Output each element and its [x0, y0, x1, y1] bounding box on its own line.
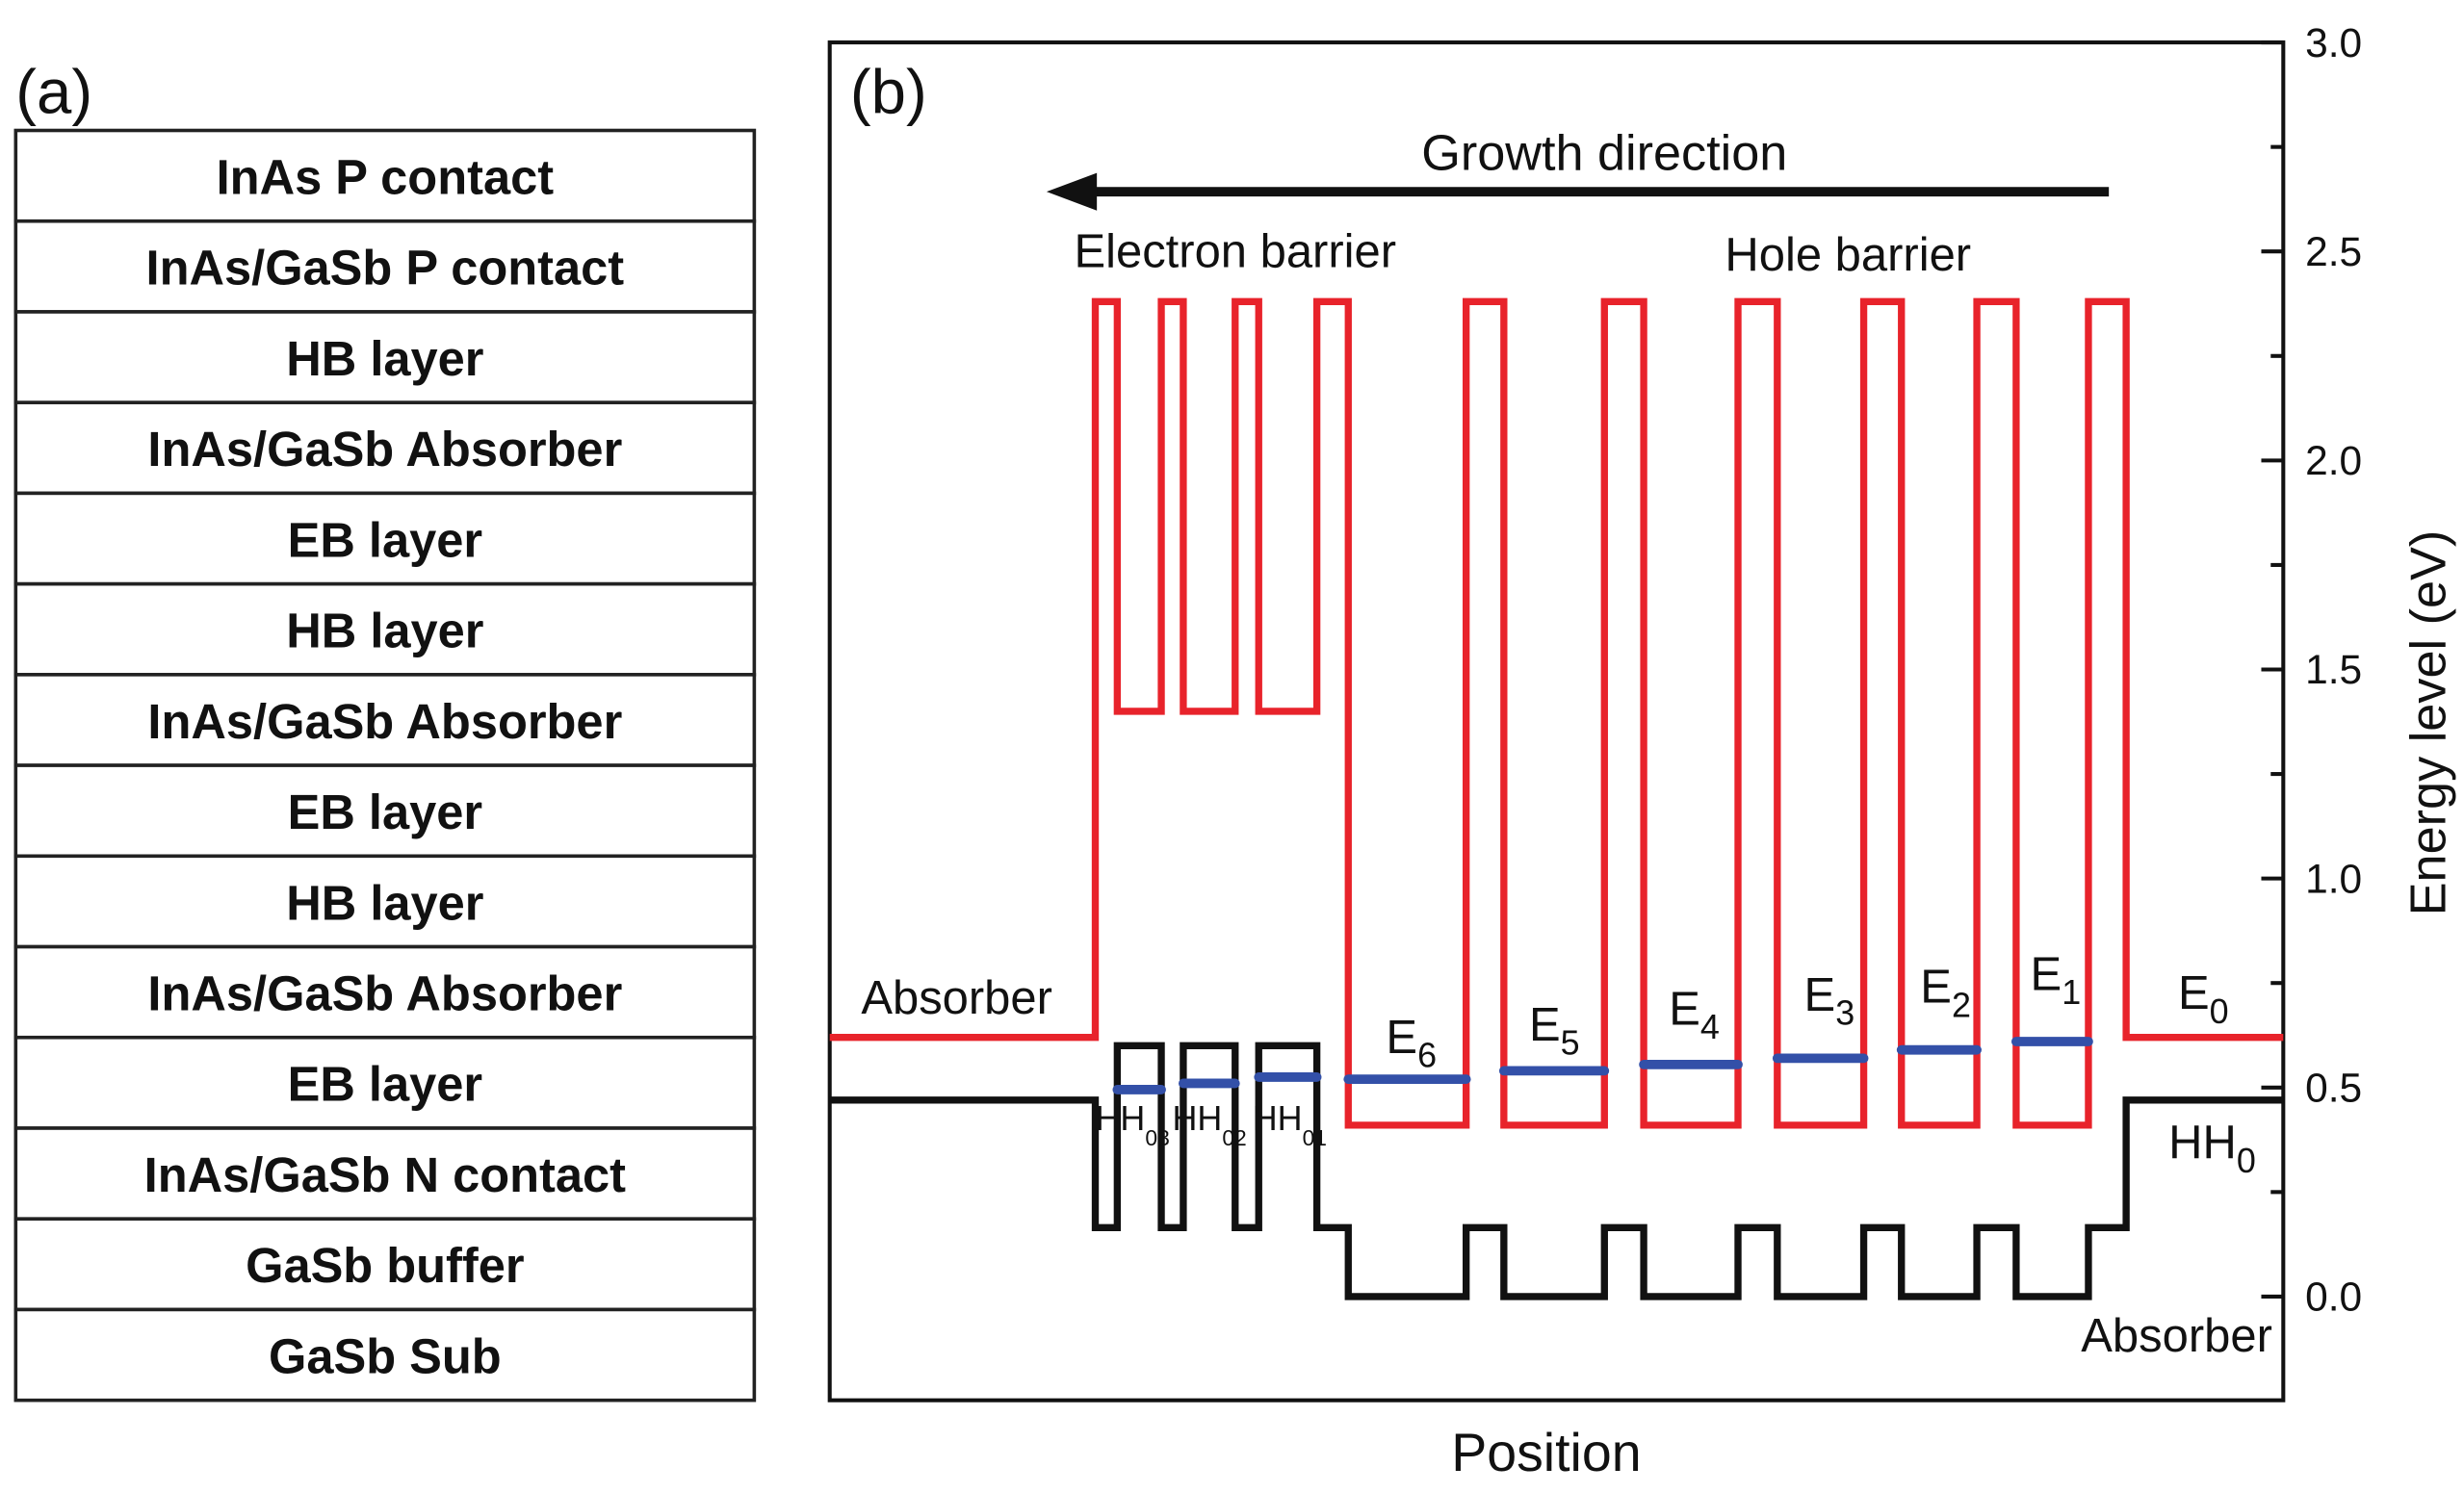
layer-row: [13, 763, 757, 859]
label-hh0: HH0: [2168, 1117, 2256, 1180]
panel-a-label: (a): [15, 57, 92, 127]
layer-label: EB layer: [288, 512, 482, 567]
layer-row: [13, 1126, 757, 1222]
label-hh03: HH03: [1096, 1098, 1170, 1150]
x-axis-label: Position: [1451, 1423, 1641, 1482]
layer-label: InAs/GaSb Absorber: [147, 422, 622, 476]
layer-row: [13, 128, 757, 223]
label-e2: E2: [1920, 962, 1971, 1025]
layer-row: [13, 310, 757, 404]
y-tick-label: 0.5: [2305, 1065, 2362, 1110]
absorber-right-label: Absorber: [2081, 1310, 2272, 1362]
layer-label: InAs/GaSb P contact: [146, 241, 625, 296]
layer-label: InAs/GaSb N contact: [144, 1147, 626, 1202]
layer-label: InAs P contact: [217, 149, 555, 204]
layer-label: HB layer: [286, 604, 483, 658]
layer-row: [13, 944, 757, 1040]
valence-band-line: [829, 1042, 2284, 1300]
label-e1: E1: [2031, 949, 2082, 1013]
y-axis-label: Energy level (eV): [2400, 530, 2456, 916]
y-tick-label: 3.0: [2305, 20, 2362, 65]
layer-label: GaSb Sub: [269, 1328, 502, 1383]
confined-energy-levels: [1112, 1037, 2093, 1094]
y-axis: 0.0 0.5 1.0 1.5 2.0 2.5 3.0: [2261, 20, 2362, 1320]
layer-row: [13, 1307, 757, 1403]
label-e0: E0: [2178, 967, 2229, 1031]
layer-label: InAs/GaSb Absorber: [147, 694, 622, 749]
absorber-left-label: Absorber: [861, 972, 1052, 1024]
growth-direction-label: Growth direction: [1421, 125, 1787, 181]
label-hh01: HH01: [1253, 1098, 1327, 1150]
y-tick-label: 0.0: [2305, 1274, 2362, 1320]
plot-frame: [827, 40, 2286, 1403]
label-e4: E4: [1669, 983, 1720, 1046]
layer-label: HB layer: [286, 331, 483, 386]
y-tick-label: 2.0: [2305, 438, 2362, 483]
layer-label: EB layer: [288, 1057, 482, 1112]
label-e3: E3: [1804, 969, 1855, 1033]
layer-row: [13, 219, 757, 314]
y-tick-label: 1.5: [2305, 647, 2362, 692]
y-tick-label: 2.5: [2305, 229, 2362, 274]
hole-barrier-label: Hole barrier: [1725, 229, 1971, 281]
layer-label: HB layer: [286, 875, 483, 930]
layer-label: EB layer: [288, 785, 482, 839]
panel-b-label: (b): [850, 57, 927, 127]
layer-label: GaSb buffer: [246, 1238, 524, 1293]
layer-label: InAs/GaSb Absorber: [147, 965, 622, 1020]
y-tick-label: 1.0: [2305, 856, 2362, 901]
label-e6: E6: [1386, 1012, 1437, 1075]
layer-row: [13, 581, 757, 677]
label-hh02: HH02: [1172, 1098, 1246, 1150]
arrow-left-icon: [1046, 172, 1098, 211]
layer-row: [13, 1035, 757, 1130]
conduction-band-line: [829, 297, 2284, 1129]
layer-row: [13, 400, 757, 496]
electron-barrier-label: Electron barrier: [1074, 226, 1396, 278]
label-e5: E5: [1529, 999, 1580, 1063]
